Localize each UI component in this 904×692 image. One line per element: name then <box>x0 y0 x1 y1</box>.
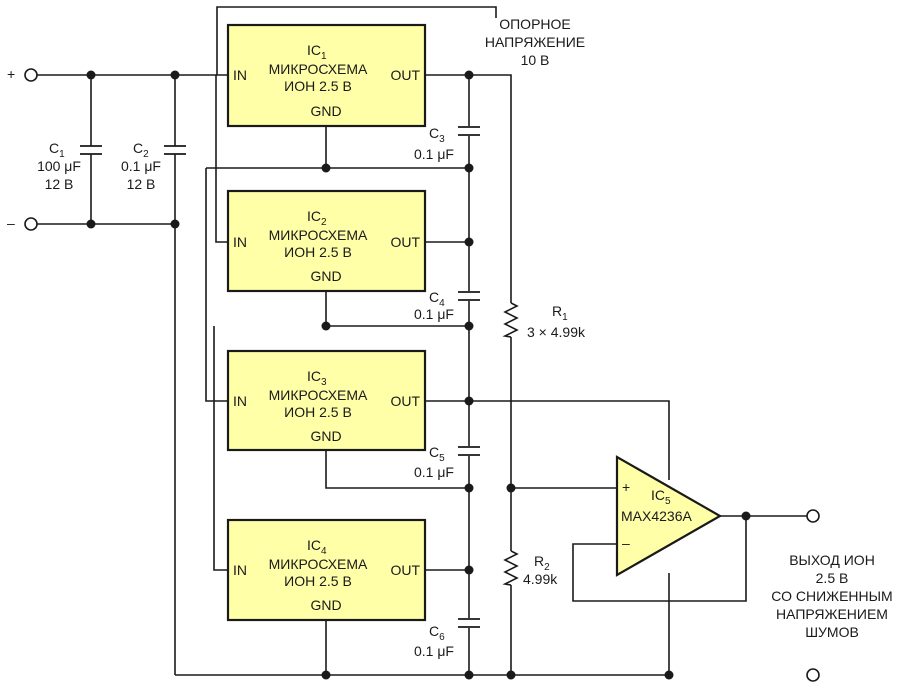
ic4-out-pin: OUT <box>390 562 420 578</box>
resistor-symbols <box>502 302 519 586</box>
junction-dots <box>86 70 751 680</box>
c3-value: 0.1 μF <box>414 146 454 162</box>
c4-value: 0.1 μF <box>414 306 454 322</box>
ic3-out-pin: OUT <box>390 393 420 409</box>
output-line3: СО СНИЖЕННЫМ <box>771 588 892 604</box>
ic1-block: IC1 МИКРОСХЕМА ИОН 2.5 В IN OUT GND <box>226 23 427 128</box>
c2-ref: C2 <box>133 140 149 160</box>
c5-ref: C5 <box>429 444 445 464</box>
opamp-part: MAX4236A <box>621 508 692 524</box>
ic4-line1: МИКРОСХЕМА <box>269 556 368 572</box>
ic1-line1: МИКРОСХЕМА <box>269 61 368 77</box>
r2-value: 4.99k <box>523 571 558 587</box>
ic2-in-pin: IN <box>233 234 247 250</box>
plus-label: + <box>7 66 15 82</box>
ic1-out-pin: OUT <box>390 67 420 83</box>
terminals <box>24 68 820 682</box>
ic3-in-pin: IN <box>233 393 247 409</box>
ic2-block: IC2 МИКРОСХЕМА ИОН 2.5 В IN OUT GND <box>226 189 427 293</box>
c3-ref: C3 <box>429 125 445 145</box>
c5-value: 0.1 μF <box>414 464 454 480</box>
c2-value: 0.1 μF <box>121 158 161 174</box>
c1-value: 100 μF <box>37 158 81 174</box>
ic1-line2: ИОН 2.5 В <box>284 78 352 94</box>
ic4-line2: ИОН 2.5 В <box>284 573 352 589</box>
reference-line3: 10 В <box>521 52 550 68</box>
output-line4: НАПРЯЖЕНИЕМ <box>776 606 888 622</box>
ic2-line1: МИКРОСХЕМА <box>269 227 368 243</box>
minus-label: – <box>7 215 15 231</box>
c1-voltage: 12 В <box>45 176 74 192</box>
ic4-gnd-pin: GND <box>310 597 341 613</box>
ic2-out-pin: OUT <box>390 234 420 250</box>
ic4-block: IC4 МИКРОСХЕМА ИОН 2.5 В IN OUT GND <box>226 518 427 622</box>
opamp-plus-input: + <box>622 479 630 495</box>
output-terminal <box>806 509 820 523</box>
ic2-gnd-pin: GND <box>310 268 341 284</box>
ic1-in-pin: IN <box>233 67 247 83</box>
ic3-line1: МИКРОСХЕМА <box>269 387 368 403</box>
r2-ref: R2 <box>534 553 550 573</box>
ground-terminal <box>806 668 820 682</box>
ic1-ref: IC1 <box>307 42 327 62</box>
c1-ref: C1 <box>49 140 65 160</box>
wires <box>37 6 813 676</box>
output-line1: ВЫХОД ИОН <box>789 552 875 568</box>
c6-value: 0.1 μF <box>414 643 454 659</box>
ic3-gnd-pin: GND <box>310 428 341 444</box>
opamp-block: + – IC5 MAX4236A <box>615 455 723 577</box>
plus-terminal <box>24 68 38 82</box>
reference-line2: НАПРЯЖЕНИЕ <box>485 34 585 50</box>
ic2-ref: IC2 <box>307 208 327 228</box>
minus-terminal <box>24 217 38 231</box>
reference-line1: ОПОРНОЕ <box>499 16 571 32</box>
c6-ref: C6 <box>429 623 445 643</box>
ic3-line2: ИОН 2.5 В <box>284 404 352 420</box>
ic3-block: IC3 МИКРОСХЕМА ИОН 2.5 В IN OUT GND <box>226 349 427 452</box>
ic4-in-pin: IN <box>233 562 247 578</box>
ic1-gnd-pin: GND <box>310 103 341 119</box>
opamp-minus-input: – <box>622 535 630 551</box>
labels: + – ОПОРНОЕ НАПРЯЖЕНИЕ 10 В ВЫХОД ИОН 2.… <box>7 16 893 659</box>
capacitor-symbols <box>80 126 480 628</box>
resistor-r2-symbol <box>502 550 519 586</box>
resistor-r1-symbol <box>502 302 519 338</box>
ic2-line2: ИОН 2.5 В <box>284 244 352 260</box>
c4-ref: C4 <box>429 289 445 309</box>
output-line2: 2.5 В <box>816 570 849 586</box>
ic3-ref: IC3 <box>307 368 327 388</box>
opamp-ref: IC5 <box>651 487 671 507</box>
ic4-ref: IC4 <box>307 537 327 557</box>
r1-value: 3 × 4.99k <box>527 324 586 340</box>
r1-ref: R1 <box>552 303 568 323</box>
c2-voltage: 12 В <box>127 176 156 192</box>
output-line5: ШУМОВ <box>805 624 859 640</box>
